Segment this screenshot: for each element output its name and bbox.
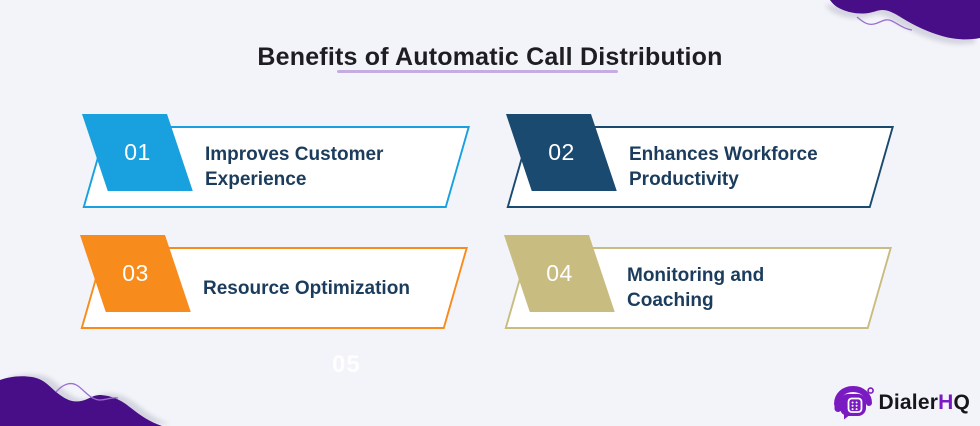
card-title-line: Coaching bbox=[627, 290, 714, 311]
card-title: Resource Optimization bbox=[203, 247, 448, 329]
dialerhq-headset-icon bbox=[833, 386, 874, 420]
dialerhq-wordmark: DialerHQ bbox=[879, 391, 971, 415]
card-title: Improves Customer Experience bbox=[205, 126, 450, 208]
wordmark-dialer: Dialer bbox=[878, 391, 939, 414]
card-title-line: Enhances Workforce bbox=[629, 144, 818, 165]
benefit-card-3: 03 Resource Optimization bbox=[78, 235, 478, 331]
blob-wave-line bbox=[856, 16, 913, 31]
benefit-card-2: 02 Enhances Workforce Productivity bbox=[504, 114, 904, 210]
card-number: 01 bbox=[124, 139, 151, 165]
wordmark-q: Q bbox=[953, 391, 970, 414]
corner-blob-top-right bbox=[825, 0, 980, 45]
blob-shape bbox=[0, 376, 162, 426]
dialerhq-logo: DialerHQ bbox=[833, 385, 971, 421]
card-title-line: Resource Optimization bbox=[203, 277, 410, 299]
card-number: 03 bbox=[122, 260, 149, 286]
card-title-line: Improves Customer bbox=[205, 144, 384, 165]
benefit-card-4: 04 Monitoring and Coaching bbox=[502, 235, 902, 331]
card-number: 04 bbox=[546, 260, 573, 286]
page-title: Benefits of Automatic Call Distribution bbox=[257, 42, 723, 71]
card-title: Enhances Workforce Productivity bbox=[629, 126, 874, 208]
page-number: 05 bbox=[332, 351, 361, 378]
card-title-line: Productivity bbox=[629, 169, 739, 190]
wordmark-h: H bbox=[938, 391, 954, 414]
card-title-line: Experience bbox=[205, 169, 307, 190]
corner-blob-bottom-left bbox=[0, 374, 170, 426]
blob-wave-line bbox=[55, 382, 119, 401]
card-number: 02 bbox=[548, 139, 575, 165]
title-underline bbox=[337, 70, 618, 73]
blob-shape bbox=[830, 0, 980, 40]
card-title-line: Monitoring and bbox=[627, 265, 765, 286]
benefit-card-1: 01 Improves Customer Experience bbox=[80, 114, 480, 210]
card-title: Monitoring and Coaching bbox=[627, 247, 872, 329]
